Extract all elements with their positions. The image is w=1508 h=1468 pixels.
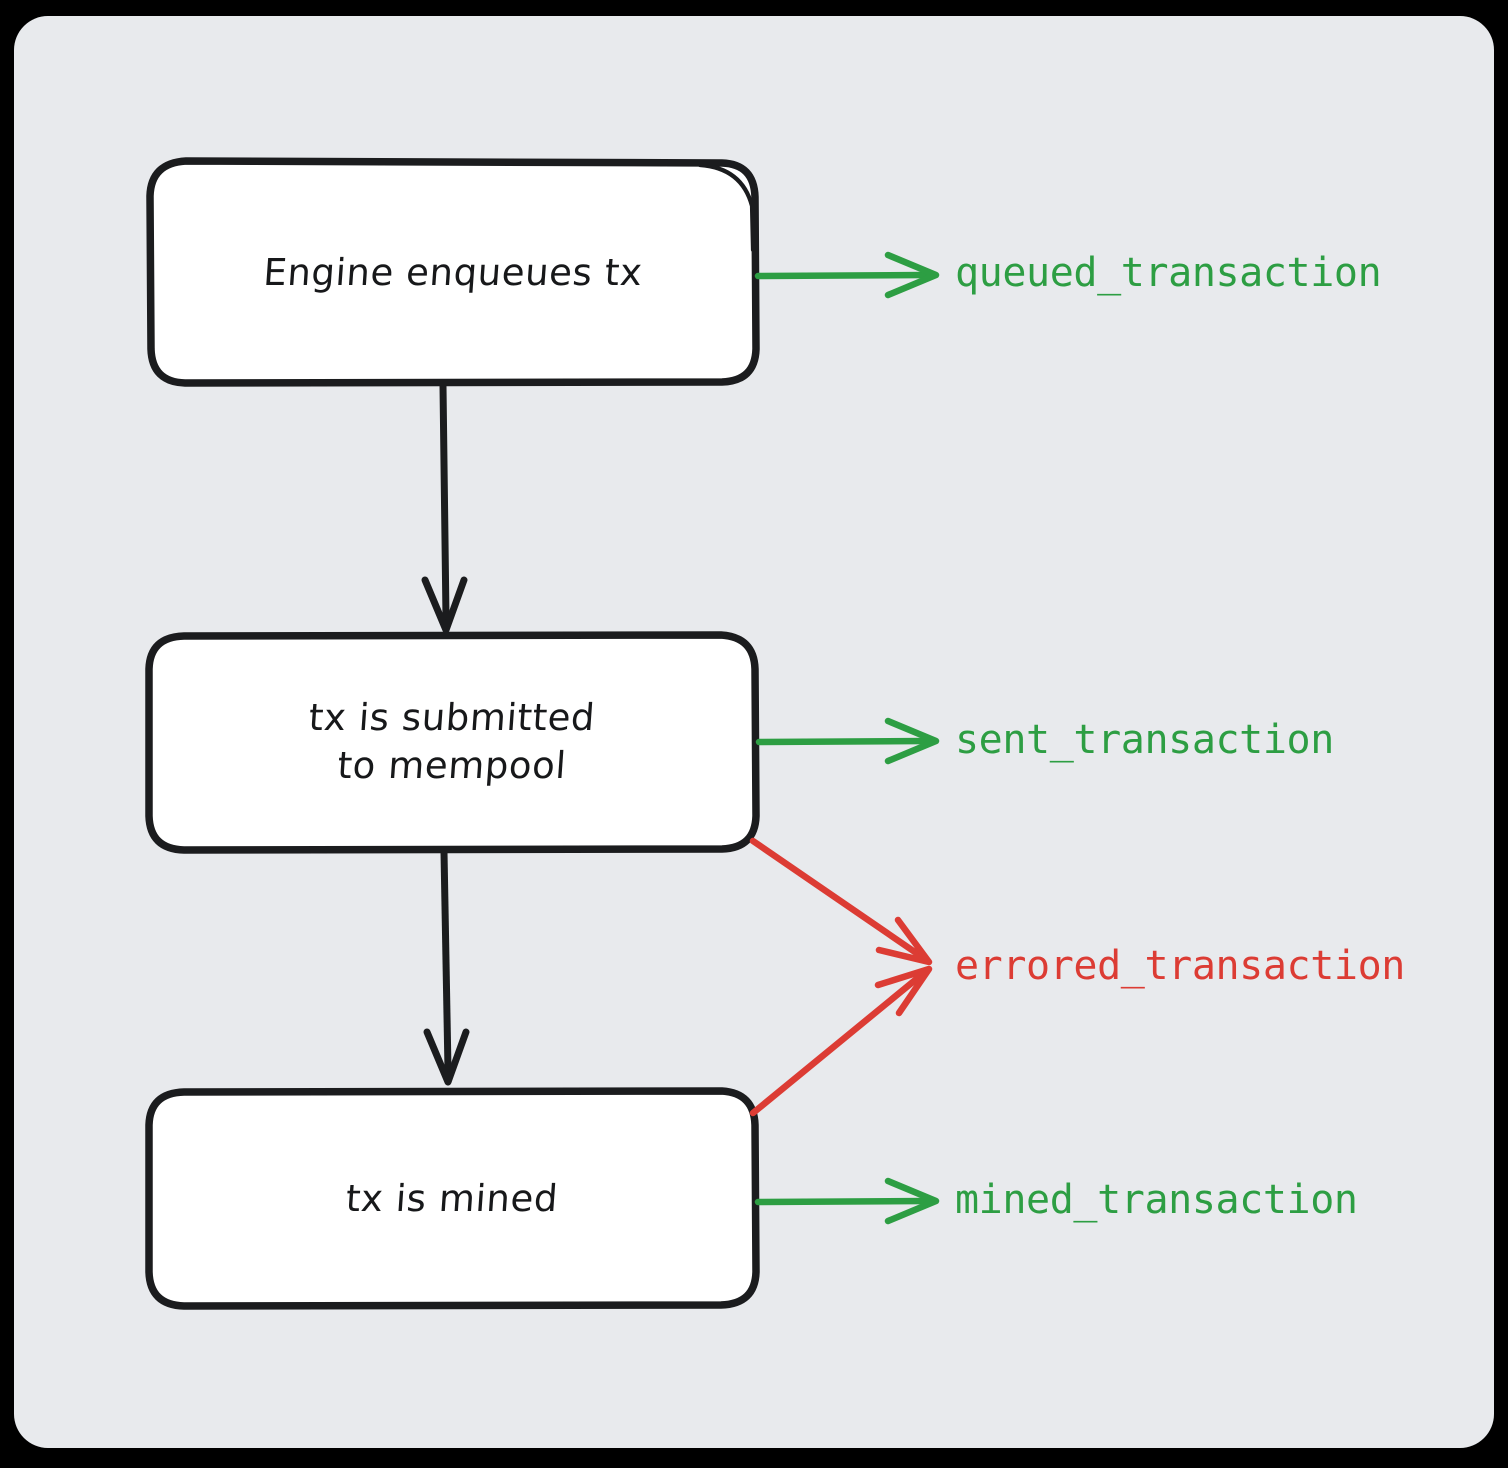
event-arrow-errored-from-submitted: [749, 837, 933, 966]
flow-edge-2-line: [440, 848, 452, 1074]
event-arrow-errored-upper-head: [875, 916, 933, 966]
event-arrow-mined-head: [884, 1177, 940, 1225]
node-submitted-shape: [145, 631, 760, 854]
event-arrow-mined-line: [754, 1197, 929, 1206]
node-enqueued-sketch-overstroke: [697, 162, 756, 253]
event-arrow-sent-transaction: [755, 717, 940, 765]
event-arrow-errored-lower-head: [874, 965, 933, 1017]
event-arrow-sent-line: [755, 737, 929, 746]
event-arrow-queued-head: [884, 251, 940, 299]
event-arrow-sent-head: [884, 717, 940, 765]
flow-edge-1-line: [439, 382, 450, 622]
node-mined[interactable]: [145, 1087, 760, 1310]
node-mined-shape: [145, 1087, 760, 1310]
flow-edge-1-arrowhead: [421, 576, 468, 634]
node-enqueued[interactable]: [146, 157, 760, 387]
event-arrow-queued-line: [754, 271, 929, 280]
flow-edge-2-arrowhead: [423, 1028, 470, 1086]
event-arrow-mined-transaction: [754, 1177, 940, 1225]
event-arrow-queued-transaction: [754, 251, 940, 299]
node-submitted[interactable]: [145, 631, 760, 854]
flow-edge-enqueued-to-submitted: [421, 382, 468, 634]
node-enqueued-shape: [146, 157, 760, 387]
event-arrow-errored-lower-line: [749, 968, 929, 1117]
event-arrow-errored-upper-line: [749, 837, 929, 963]
event-arrow-errored-from-mined: [749, 965, 933, 1117]
flow-edge-submitted-to-mined: [423, 848, 470, 1086]
